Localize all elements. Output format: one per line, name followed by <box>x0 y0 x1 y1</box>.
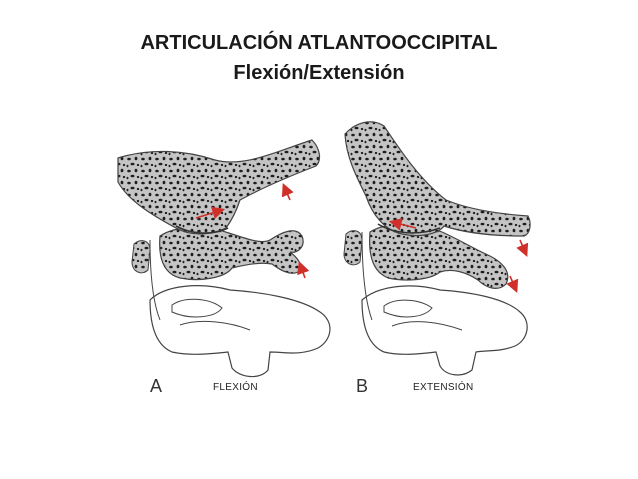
panel-a-flexion <box>117 139 331 378</box>
panel-b-label: EXTENSIÓN <box>413 382 474 393</box>
slide-subtitle: Flexión/Extensión <box>233 62 405 84</box>
axis-process-b <box>391 321 463 331</box>
slide-title: ARTICULACIÓN ATLANTOOCCIPITAL <box>140 32 498 54</box>
arrow-occiput-down-b <box>516 239 529 257</box>
atlas-lateral-mass-a <box>131 240 151 274</box>
panel-b-letter: B <box>356 376 369 396</box>
occipital-condyle-b <box>377 223 441 234</box>
occipital-condyle-a <box>175 225 229 234</box>
panel-b-extension <box>343 121 531 376</box>
arrow-atlas-down-b <box>506 275 519 293</box>
atlas-arch-line-a <box>149 239 161 321</box>
panel-a-label: FLEXIÓN <box>213 382 258 393</box>
atlas-vertebra-a <box>159 226 304 281</box>
arrow-occiput-up-a <box>281 183 294 201</box>
axis-dens-a <box>171 298 223 318</box>
axis-vertebra-a <box>149 285 331 378</box>
axis-dens-b <box>383 299 433 318</box>
occipital-bone-b <box>344 121 531 237</box>
atlas-lateral-mass-b <box>343 230 363 266</box>
arrow-atlas-up-a <box>297 260 310 279</box>
axis-vertebra-b <box>361 285 528 376</box>
atlas-arch-line-b <box>361 231 373 321</box>
occipital-bone-a <box>117 139 321 235</box>
panel-a-letter: A <box>150 376 163 396</box>
axis-process-a <box>179 320 251 331</box>
arrow-condyle-b <box>388 218 417 231</box>
atlas-vertebra-b <box>369 223 509 289</box>
arrow-condyle-a <box>195 206 226 219</box>
